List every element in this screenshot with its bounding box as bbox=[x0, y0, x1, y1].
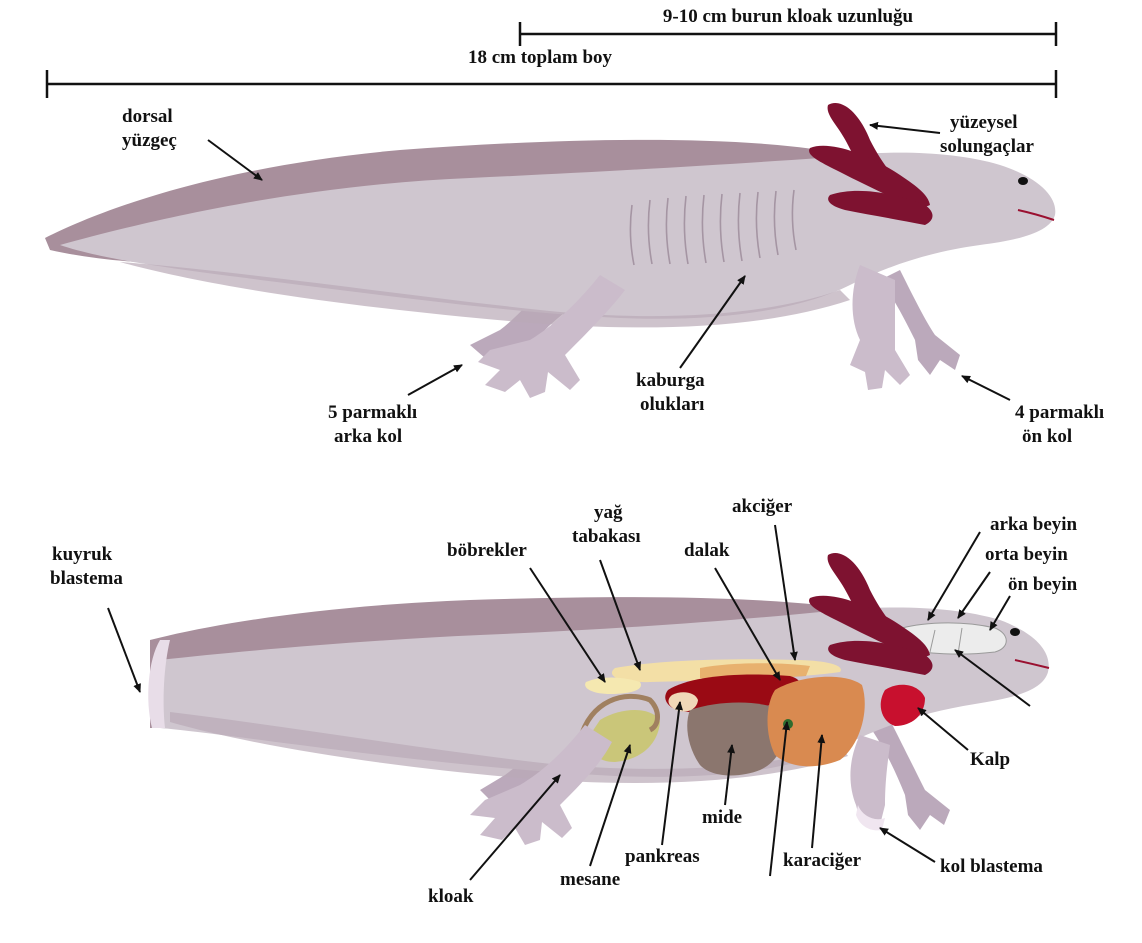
label-dorsal-fin: dorsal yüzgeç bbox=[122, 106, 177, 151]
svg-text:tabakası: tabakası bbox=[572, 526, 641, 547]
liver bbox=[768, 677, 865, 767]
total-length-label: 18 cm toplam boy bbox=[468, 47, 613, 68]
label-spleen: dalak bbox=[684, 540, 730, 561]
snout-vent-label: 9-10 cm burun kloak uzunluğu bbox=[663, 6, 914, 27]
external-axolotl bbox=[45, 103, 1055, 398]
label-external-gills: yüzeysel solungaçlar bbox=[940, 112, 1035, 157]
label-forebrain: ön beyin bbox=[1008, 574, 1078, 595]
near-fore-limb-2 bbox=[850, 735, 890, 825]
label-forelimb: 4 parmaklı ön kol bbox=[1015, 402, 1104, 447]
svg-text:ön kol: ön kol bbox=[1022, 426, 1072, 447]
label-stomach: mide bbox=[702, 807, 742, 828]
label-heart: Kalp bbox=[970, 749, 1010, 770]
svg-text:yüzgeç: yüzgeç bbox=[122, 130, 177, 151]
label-hindlimb: 5 parmaklı arka kol bbox=[328, 402, 417, 447]
svg-text:blastema: blastema bbox=[50, 568, 123, 589]
svg-text:4 parmaklı: 4 parmaklı bbox=[1015, 402, 1104, 423]
label-pancreas: pankreas bbox=[625, 846, 700, 867]
svg-text:solungaçlar: solungaçlar bbox=[940, 136, 1035, 157]
svg-text:5 parmaklı: 5 parmaklı bbox=[328, 402, 417, 423]
svg-text:kuyruk: kuyruk bbox=[52, 544, 113, 565]
svg-text:yağ: yağ bbox=[594, 502, 623, 523]
label-tail-blastema: kuyruk blastema bbox=[50, 544, 123, 589]
label-cloaca: kloak bbox=[428, 886, 474, 907]
label-liver: karaciğer bbox=[783, 850, 862, 871]
eye bbox=[1018, 177, 1028, 185]
svg-text:dorsal: dorsal bbox=[122, 106, 173, 127]
svg-text:olukları: olukları bbox=[640, 394, 704, 415]
svg-text:yüzeysel: yüzeysel bbox=[950, 112, 1018, 133]
label-bladder: mesane bbox=[560, 869, 620, 890]
heart bbox=[881, 685, 925, 726]
label-limb-blastema: kol blastema bbox=[940, 856, 1043, 877]
gallbladder bbox=[783, 719, 793, 729]
total-length-bar bbox=[47, 70, 1056, 98]
label-costal-grooves: kaburga olukları bbox=[636, 370, 705, 415]
label-lung: akciğer bbox=[732, 496, 793, 517]
kidney bbox=[585, 678, 641, 695]
svg-text:kaburga: kaburga bbox=[636, 370, 705, 391]
label-midbrain: orta beyin bbox=[985, 544, 1068, 565]
internal-axolotl bbox=[148, 553, 1049, 845]
label-kidneys: böbrekler bbox=[447, 540, 527, 561]
svg-text:arka kol: arka kol bbox=[334, 426, 402, 447]
label-fat-body: yağ tabakası bbox=[572, 502, 641, 547]
label-hindbrain: arka beyin bbox=[990, 514, 1078, 535]
